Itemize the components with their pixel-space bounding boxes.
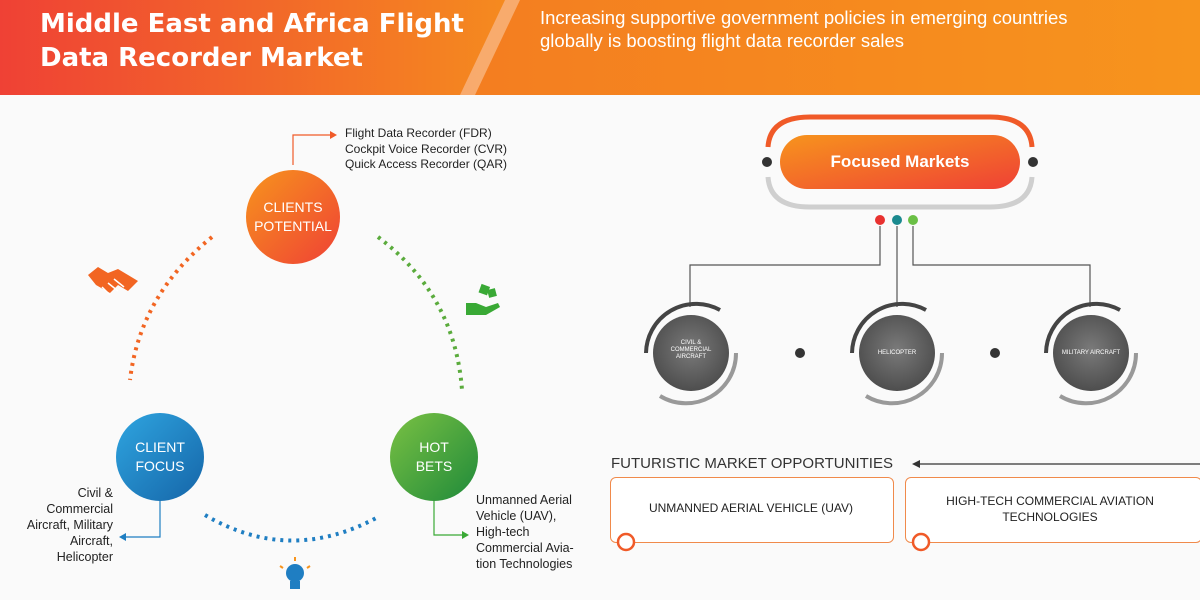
opportunities-title: FUTURISTIC MARKET OPPORTUNITIES bbox=[611, 455, 893, 472]
market-label-civil: CIVIL & COMMERCIAL AIRCRAFT bbox=[670, 340, 712, 360]
opportunity-label-uav: UNMANNED AERIAL VEHICLE (UAV) bbox=[648, 501, 854, 515]
connector-right-market bbox=[912, 226, 1091, 307]
connector-client-focus bbox=[126, 500, 161, 538]
lightbulb-icon bbox=[279, 557, 311, 589]
market-label-military: MILITARY AIRCRAFT bbox=[1061, 350, 1121, 356]
clients-potential-circle bbox=[246, 170, 340, 264]
focused-markets-title: Focused Markets bbox=[830, 152, 970, 171]
separator-dot-2 bbox=[990, 348, 1000, 358]
recorder-type-cvr: Cockpit Voice Recorder (CVR) bbox=[345, 141, 508, 156]
recorder-type-qar: Quick Access Recorder (QAR) bbox=[345, 157, 508, 171]
dot-red bbox=[875, 215, 885, 225]
separator-dot-1 bbox=[795, 348, 805, 358]
recorder-types-list: Flight Data Recorder (FDR) Cockpit Voice… bbox=[345, 126, 507, 173]
cycle-diagram bbox=[88, 131, 500, 589]
focused-markets-pill bbox=[780, 135, 1020, 189]
title-line-2: Data Recorder Market bbox=[40, 43, 363, 73]
recorder-type-fdr: Flight Data Recorder (FDR) bbox=[345, 126, 492, 140]
clients-potential-label: CLIENTS POTENTIAL bbox=[254, 199, 332, 234]
connector-hot-bets bbox=[433, 500, 462, 536]
arrow-recorders bbox=[330, 131, 337, 139]
opportunity-label-hightech: HIGH-TECH COMMERCIAL AVIATION TECHNOLOGI… bbox=[946, 494, 1154, 524]
pill-dot-right bbox=[1028, 157, 1038, 167]
arrow-hot-bets bbox=[462, 531, 469, 539]
opportunity-ring-hightech bbox=[911, 532, 931, 552]
arc-orange bbox=[128, 235, 214, 381]
title-line-1: Middle East and Africa Flight bbox=[40, 9, 464, 39]
opportunity-box-uav bbox=[610, 477, 894, 543]
subtitle-line-2: globally is boosting flight data recorde… bbox=[540, 30, 905, 51]
subtitle-line-1: Increasing supportive government policie… bbox=[540, 7, 1068, 28]
dot-teal bbox=[892, 215, 902, 225]
pill-dot-left bbox=[762, 157, 772, 167]
market-helicopter bbox=[850, 301, 945, 406]
client-focus-label: CLIENT FOCUS bbox=[135, 439, 185, 474]
pill-outer-top bbox=[765, 114, 1035, 148]
money-hand-icon bbox=[466, 283, 500, 315]
connector-left-market bbox=[689, 226, 881, 307]
page-title: Middle East and Africa Flight Data Recor… bbox=[40, 7, 464, 75]
opportunity-box-hightech bbox=[905, 477, 1200, 543]
opportunities-arrow bbox=[912, 460, 1200, 468]
market-civil bbox=[644, 301, 739, 406]
hot-bets-circle bbox=[390, 413, 478, 501]
hot-bets-details: Unmanned Aerial Vehicle (UAV), High-tech… bbox=[476, 493, 574, 571]
connector-recorders bbox=[292, 134, 330, 165]
handshake-icon bbox=[88, 267, 138, 296]
pill-outer-bottom bbox=[765, 176, 1035, 210]
header-background bbox=[0, 0, 1200, 95]
focused-markets-diagram bbox=[644, 114, 1139, 406]
arc-blue bbox=[203, 513, 379, 543]
arrow-client-focus bbox=[119, 533, 126, 541]
market-label-helicopter: HELICOPTER bbox=[877, 350, 917, 356]
market-military bbox=[1044, 301, 1139, 406]
dot-green bbox=[908, 215, 918, 225]
header-banner: Middle East and Africa Flight Data Recor… bbox=[0, 0, 1200, 95]
client-focus-details: Civil & Commercial Aircraft, Military Ai… bbox=[26, 486, 113, 564]
client-focus-circle bbox=[116, 413, 204, 501]
arc-green bbox=[376, 235, 464, 391]
opportunity-ring-uav bbox=[616, 532, 636, 552]
hot-bets-label: HOT BETS bbox=[415, 439, 453, 474]
subtitle: Increasing supportive government policie… bbox=[540, 6, 1180, 52]
